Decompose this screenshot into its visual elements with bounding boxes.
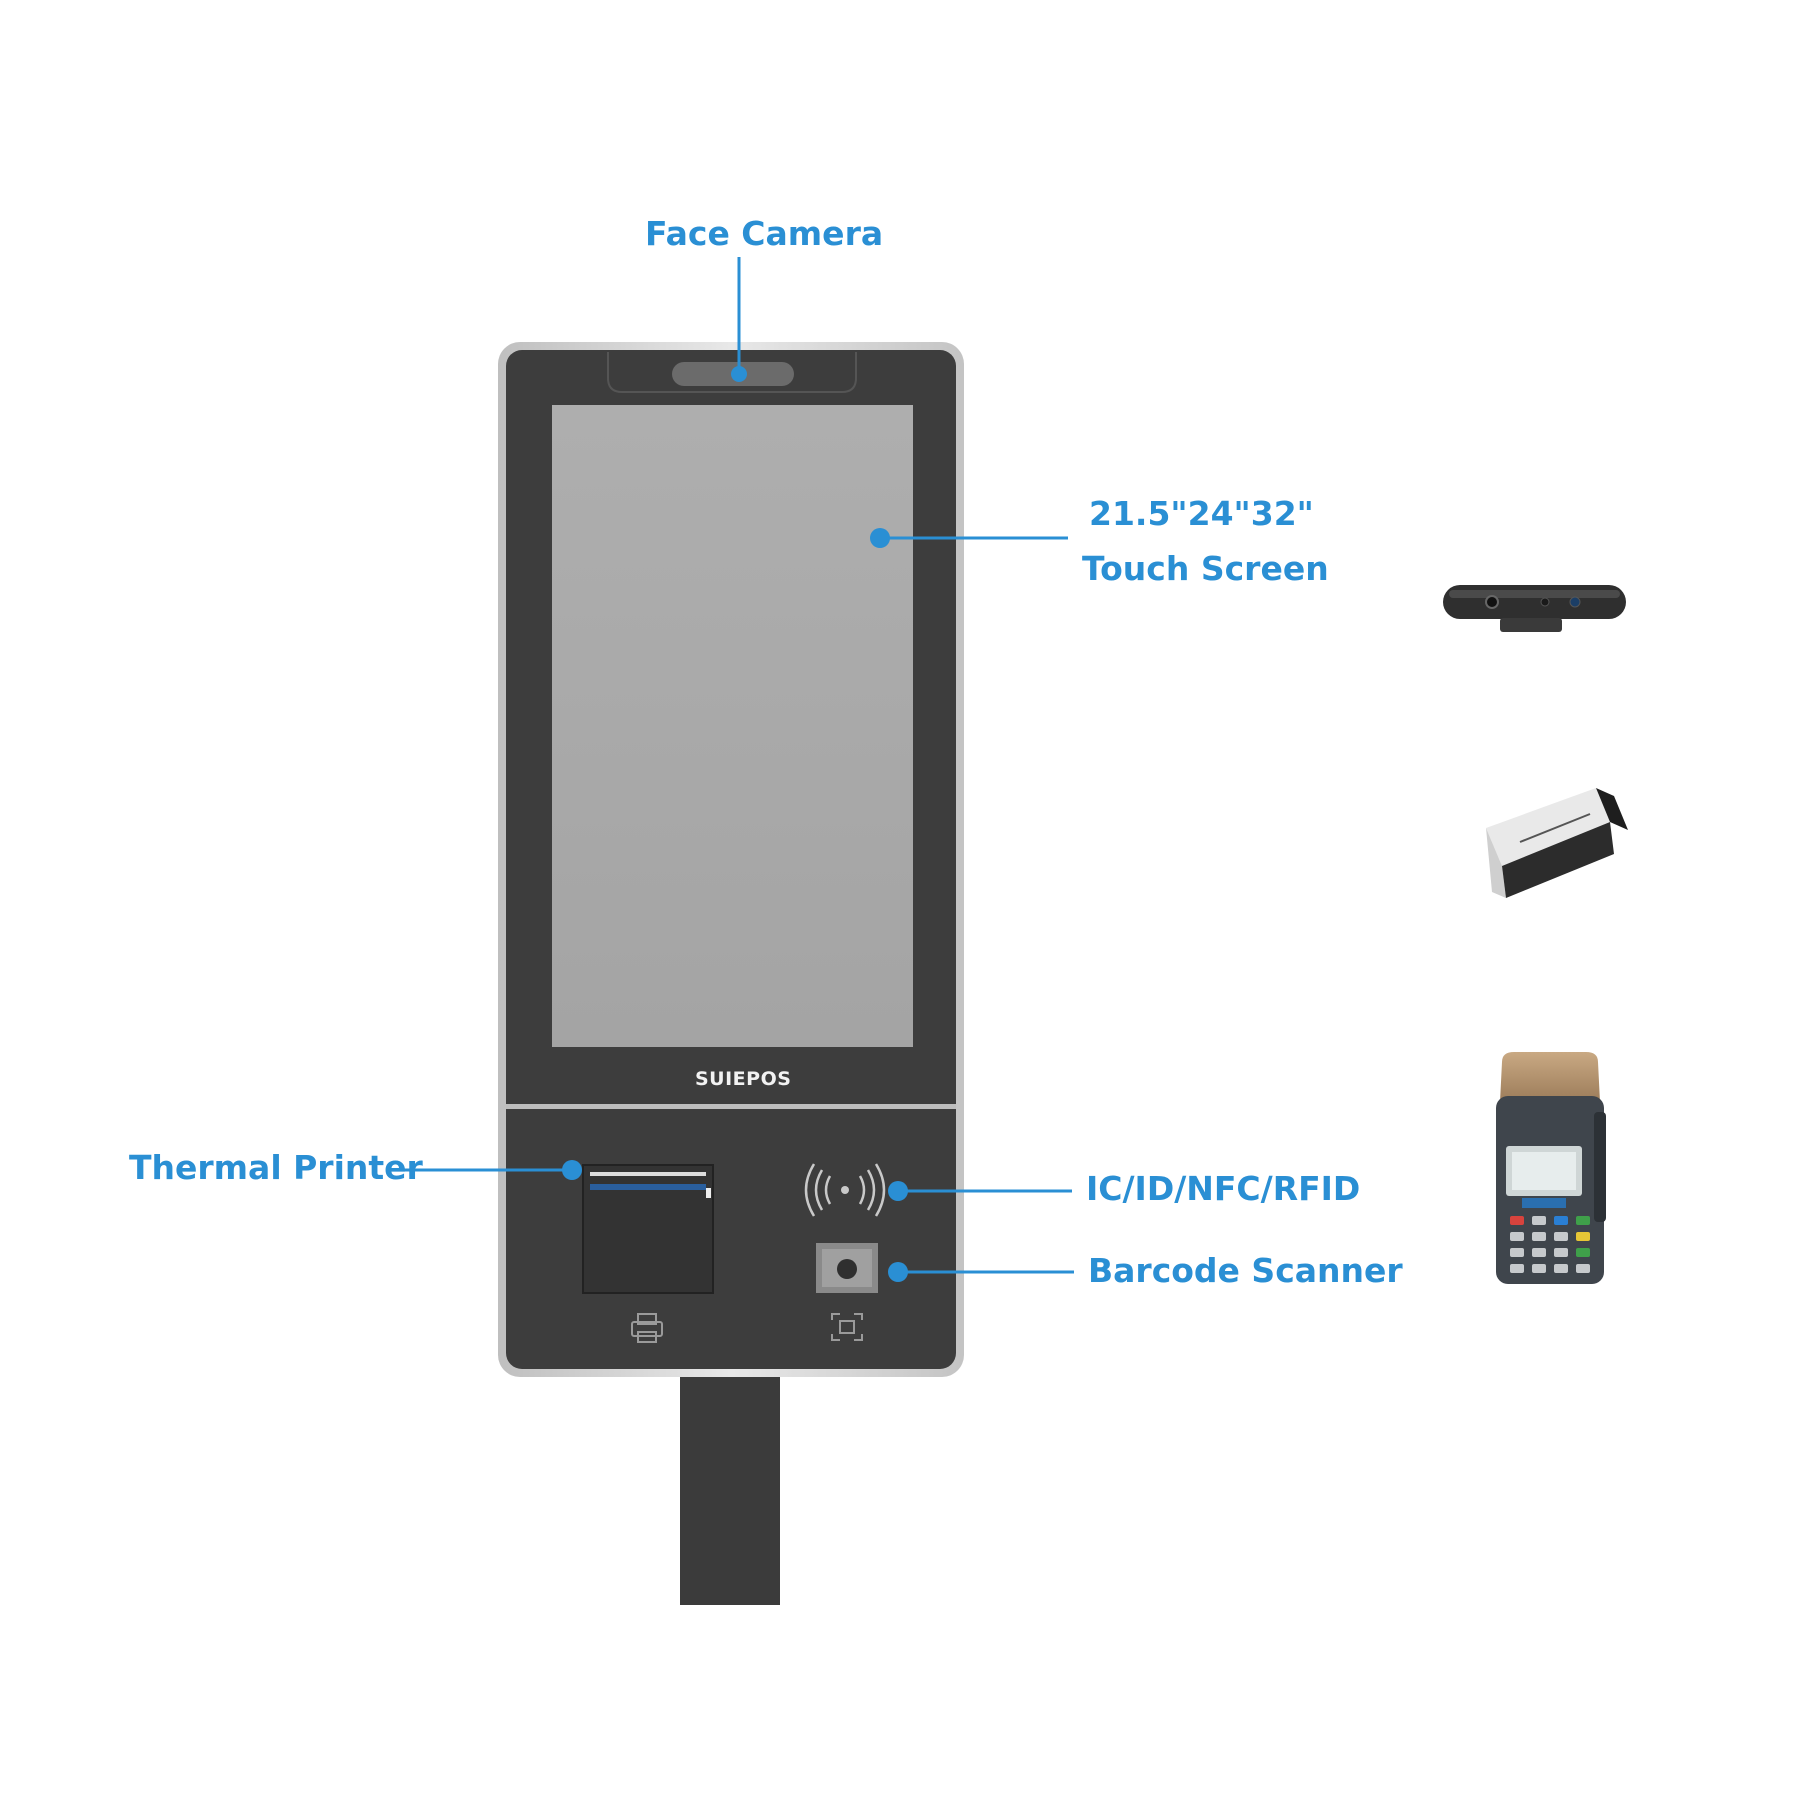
label-face-camera: Face Camera: [645, 214, 884, 253]
label-touch-screen: Touch Screen: [1082, 549, 1329, 588]
camera-notch: [607, 352, 857, 393]
stand-pole: [680, 1370, 780, 1605]
touch-screen[interactable]: [552, 405, 913, 1047]
thermal-printer: [582, 1164, 714, 1294]
label-barcode-scanner: Barcode Scanner: [1088, 1251, 1403, 1290]
nfc-wave-icon: [804, 1163, 886, 1217]
pos-terminal-icon: [1496, 1052, 1606, 1284]
dot-face-camera: [731, 366, 747, 382]
barcode-scanner-window: [816, 1243, 878, 1293]
camera-module-icon: [1443, 585, 1626, 632]
brand-label: SUIEPOS: [695, 1068, 792, 1090]
dot-thermal-printer: [562, 1160, 582, 1180]
dot-nfc: [888, 1181, 908, 1201]
scan-icon: [831, 1313, 863, 1341]
label-screen-size: 21.5"24"32": [1089, 494, 1314, 533]
label-thermal-printer: Thermal Printer: [129, 1148, 423, 1187]
dot-touch-screen: [870, 528, 890, 548]
label-nfc: IC/ID/NFC/RFID: [1086, 1169, 1361, 1208]
printer-icon: [631, 1313, 663, 1343]
card-reader-icon: [1486, 788, 1628, 898]
dot-barcode-scanner: [888, 1262, 908, 1282]
panel-divider: [506, 1104, 956, 1109]
